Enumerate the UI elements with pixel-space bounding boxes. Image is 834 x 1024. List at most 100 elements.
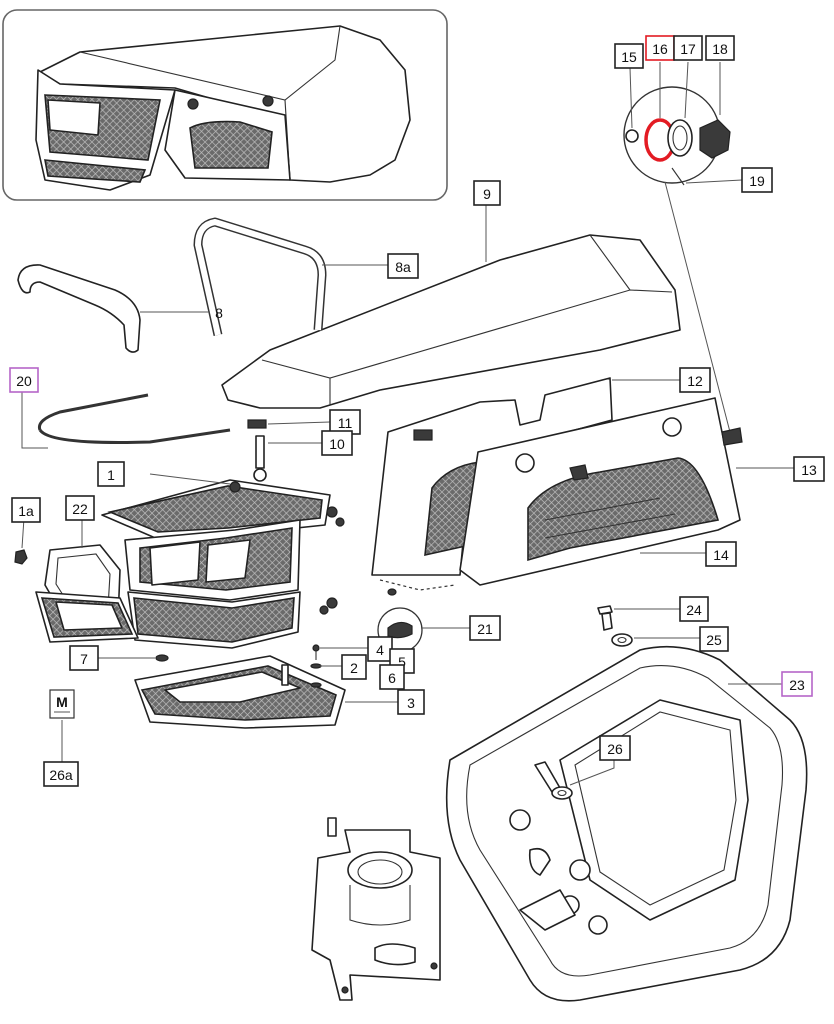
grille-assembly-part-1 xyxy=(101,473,345,649)
callout-23: 23 xyxy=(781,671,813,697)
callout-text: 1a xyxy=(18,503,34,519)
callout-16: 16 xyxy=(645,35,675,61)
callout-6: 6 xyxy=(379,664,405,690)
callout-box xyxy=(705,35,735,61)
callout-text: 23 xyxy=(789,677,805,693)
callout-9: 9 xyxy=(473,180,501,206)
callout-7: 7 xyxy=(69,645,99,671)
callout-box xyxy=(473,180,501,206)
callout-box xyxy=(397,689,425,715)
callout-text: 7 xyxy=(80,651,88,667)
assembled-view-inset xyxy=(2,9,448,201)
callout-3: 3 xyxy=(397,689,425,715)
mount-plate xyxy=(311,817,441,1001)
callout-box xyxy=(387,253,419,279)
callout-box xyxy=(97,461,125,487)
headlight-frames-22-7 xyxy=(35,518,169,662)
callout-text: 24 xyxy=(686,602,702,618)
callout-text: 5 xyxy=(398,654,406,670)
callout-20: 20 xyxy=(9,367,39,393)
callout-text: 15 xyxy=(621,49,637,65)
callout-12: 12 xyxy=(679,367,711,393)
callout-17: 17 xyxy=(673,35,703,61)
callout-text: 21 xyxy=(477,621,493,637)
callout-18: 18 xyxy=(705,35,735,61)
callout-box xyxy=(341,654,367,680)
callout-text: 26 xyxy=(607,741,623,757)
bolt-washer-24-25 xyxy=(597,605,700,647)
fastener-parts-10-11 xyxy=(247,419,331,482)
rail-part-8a xyxy=(193,217,390,336)
callout-text: 4 xyxy=(376,642,384,658)
callout-text: 14 xyxy=(713,547,729,563)
fuel-cap-group xyxy=(623,61,743,433)
side-panels-12-13-14 xyxy=(371,377,798,591)
callout-text: 13 xyxy=(801,462,817,478)
callout-box xyxy=(781,671,813,697)
hood-part-9 xyxy=(221,205,681,409)
callout-labels: 15 16 17 18 19 9 8a 8 20 12 11 10 13 1 1a 22 14 24 21 25 45 2… xyxy=(9,35,825,787)
callout-box xyxy=(65,495,95,521)
seal-part-20 xyxy=(21,388,231,449)
callout-2: 2 xyxy=(341,654,367,680)
decal-part-26a: M xyxy=(49,689,75,762)
callout-text: 1 xyxy=(107,467,115,483)
callout-box xyxy=(43,761,79,787)
callout-box xyxy=(9,367,39,393)
callout-box xyxy=(469,615,501,641)
callout-text: 3 xyxy=(407,695,415,711)
callout-text: 8a xyxy=(395,259,411,275)
callout-text: 11 xyxy=(338,415,353,431)
callout-26a: 26a xyxy=(43,761,79,787)
callout-10: 10 xyxy=(321,430,353,456)
callout-box xyxy=(699,626,729,652)
callout-26: 26 xyxy=(599,735,631,761)
callout-text: 26a xyxy=(49,767,73,783)
callout-text: 20 xyxy=(16,373,32,389)
callout-box xyxy=(679,367,711,393)
callout-box xyxy=(614,43,644,69)
callout-8a: 8a xyxy=(387,253,419,279)
callout-4: 4 xyxy=(367,636,393,662)
callout-13: 13 xyxy=(793,456,825,482)
callout-text: 17 xyxy=(680,41,696,57)
callout-text: 2 xyxy=(350,660,358,676)
callout-text: 8 xyxy=(215,305,223,321)
callout-text: 16 xyxy=(652,41,668,57)
callout-box xyxy=(367,636,393,662)
bolt-part-26 xyxy=(534,760,615,800)
callout-text: 22 xyxy=(72,501,88,517)
callout-text: 19 xyxy=(749,173,765,189)
dash-panel-part-23 xyxy=(445,645,808,1002)
callout-box xyxy=(793,456,825,482)
callout-text: 10 xyxy=(329,436,345,452)
callout-15: 15 xyxy=(614,43,644,69)
callout-box xyxy=(321,430,353,456)
callout-24: 24 xyxy=(679,596,709,622)
callout-text: 18 xyxy=(712,41,728,57)
callout-box xyxy=(599,735,631,761)
callout-22: 22 xyxy=(65,495,95,521)
callout-box xyxy=(705,541,737,567)
callout-text: 12 xyxy=(687,373,703,389)
handle-part-8 xyxy=(17,264,210,353)
callout-text: 9 xyxy=(483,186,491,202)
callout-21: 21 xyxy=(469,615,501,641)
decal-letter: M xyxy=(56,694,68,710)
callout-8: 8 xyxy=(215,305,223,321)
callout-25: 25 xyxy=(699,626,729,652)
callout-1a: 1a xyxy=(11,497,41,523)
callout-19: 19 xyxy=(741,167,773,193)
callout-box xyxy=(69,645,99,671)
callout-box xyxy=(11,497,41,523)
callout-box xyxy=(673,35,703,61)
callout-14: 14 xyxy=(705,541,737,567)
hardware-parts-2-4-5-6 xyxy=(281,644,368,688)
callout-box xyxy=(679,596,709,622)
nut-part-1a xyxy=(14,517,28,565)
callout-box xyxy=(741,167,773,193)
callout-box xyxy=(379,664,405,690)
callout-text: 6 xyxy=(388,670,396,686)
callout-1: 1 xyxy=(97,461,125,487)
